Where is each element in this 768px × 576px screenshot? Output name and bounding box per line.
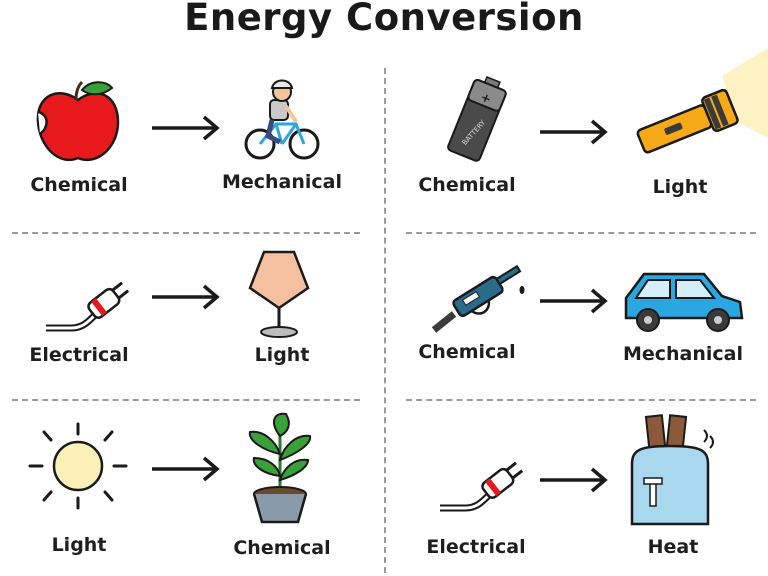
plug-icon bbox=[440, 461, 524, 512]
horizontal-divider bbox=[406, 232, 756, 234]
target-energy-label: Light bbox=[254, 344, 310, 366]
source-energy-label: Chemical bbox=[418, 174, 516, 196]
battery-icon: + BATTERY bbox=[447, 75, 507, 162]
target-energy-label: Mechanical bbox=[622, 343, 744, 365]
arrow-icon bbox=[540, 467, 608, 493]
fuel-nozzle-icon bbox=[431, 264, 525, 333]
source-energy-label: Electrical bbox=[29, 344, 129, 366]
source-energy-label: Electrical bbox=[426, 536, 526, 558]
lamp-icon bbox=[248, 250, 310, 338]
horizontal-divider bbox=[12, 232, 360, 234]
car-icon bbox=[624, 272, 744, 332]
svg-text:+: + bbox=[479, 90, 494, 107]
sun-icon bbox=[28, 422, 128, 510]
apple-icon bbox=[36, 80, 120, 161]
toaster-icon bbox=[630, 414, 714, 526]
target-energy-label: Light bbox=[652, 176, 708, 198]
flashlight-icon bbox=[636, 48, 768, 154]
arrow-icon bbox=[540, 288, 608, 314]
target-energy-label: Heat bbox=[647, 536, 699, 558]
target-energy-label: Mechanical bbox=[221, 171, 343, 193]
horizontal-divider bbox=[406, 399, 756, 401]
arrow-icon bbox=[152, 284, 220, 310]
horizontal-divider bbox=[12, 399, 360, 401]
source-energy-label: Light bbox=[51, 534, 107, 556]
arrow-icon bbox=[540, 119, 608, 145]
source-energy-label: Chemical bbox=[418, 341, 516, 363]
plug-icon bbox=[46, 281, 130, 332]
source-energy-label: Chemical bbox=[30, 174, 128, 196]
page-title: Energy Conversion bbox=[184, 0, 584, 39]
plant-icon bbox=[248, 412, 312, 524]
cyclist-icon bbox=[244, 79, 320, 160]
vertical-divider bbox=[384, 68, 386, 573]
target-energy-label: Chemical bbox=[233, 537, 331, 559]
arrow-icon bbox=[152, 456, 220, 482]
arrow-icon bbox=[152, 115, 220, 141]
